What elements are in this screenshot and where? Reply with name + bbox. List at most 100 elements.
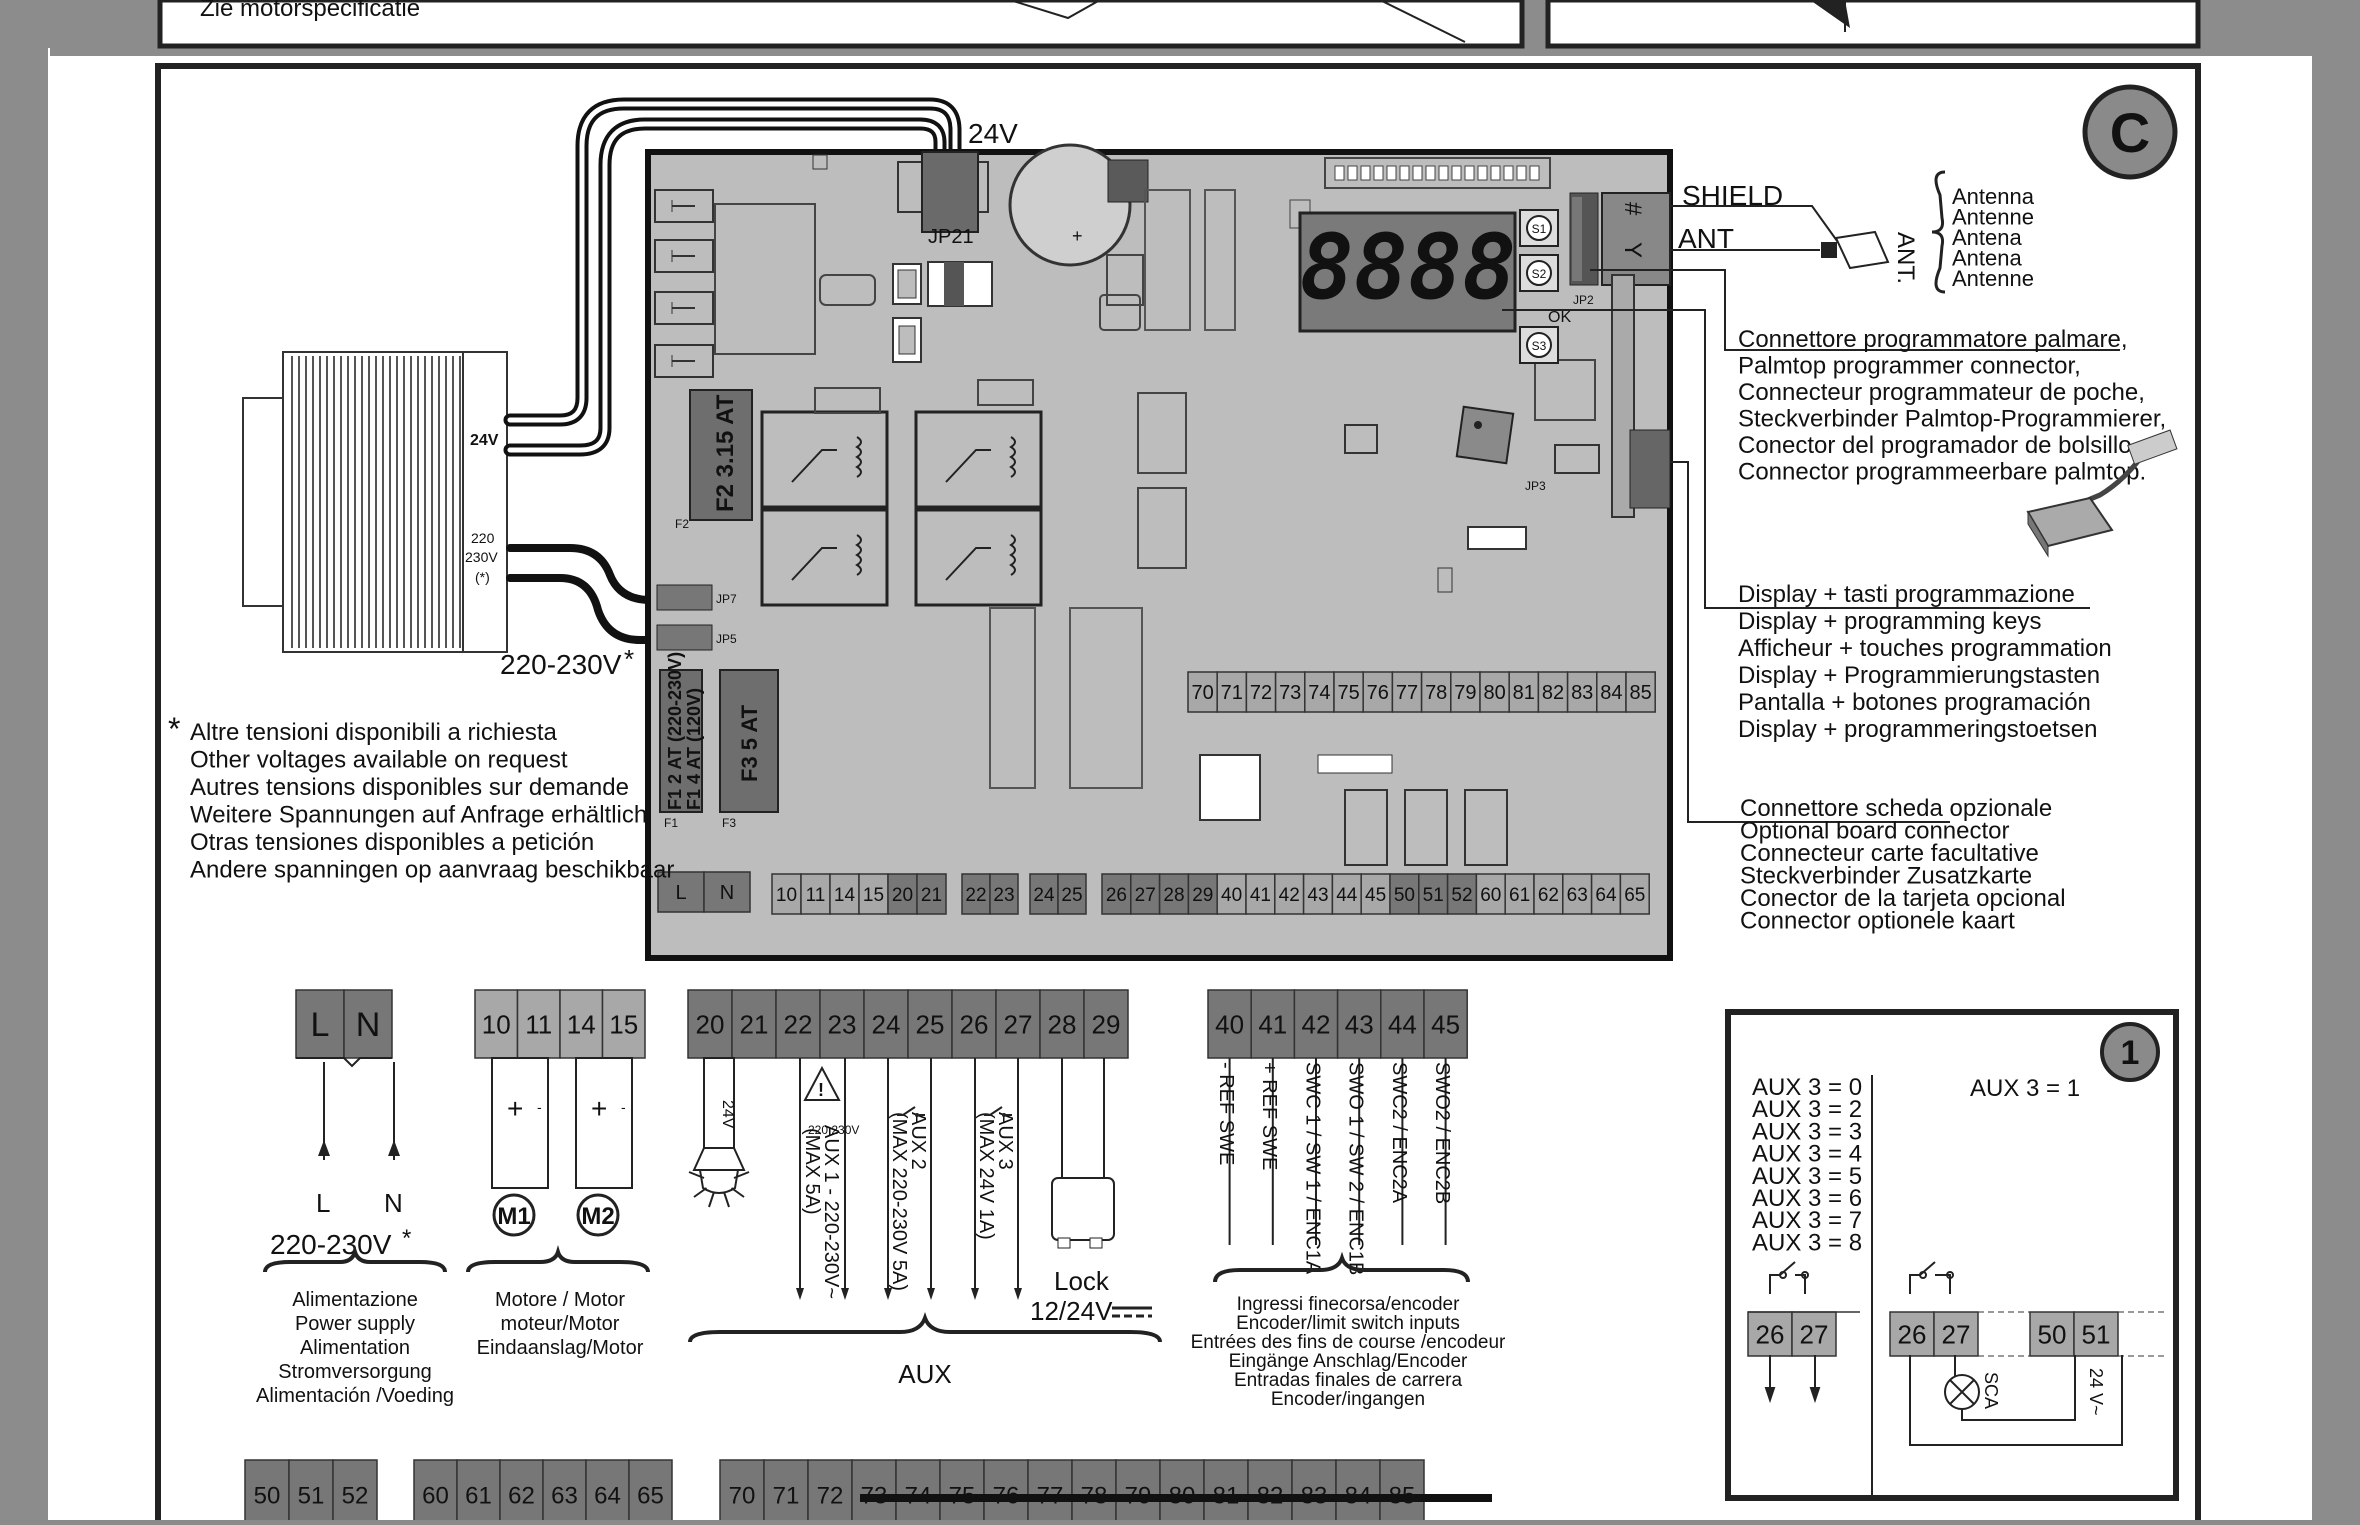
- inputs-label: Encoder/limit switch inputs: [1236, 1313, 1460, 1334]
- terminal-50: 50: [2038, 1319, 2067, 1349]
- terminal-28: 28: [1163, 885, 1184, 906]
- terminal-41: 41: [1258, 1009, 1287, 1039]
- palmtop-cable-icon: [2026, 429, 2178, 558]
- lamp-24v: 24V: [719, 1100, 736, 1129]
- svg-text:F1: F1: [664, 816, 678, 830]
- callout-line: Pantalla + botones programación: [1738, 689, 2091, 716]
- aux3-mode: AUX 3 = 6: [1752, 1185, 1862, 1212]
- aux1-max: (MAX 5A): [801, 1128, 823, 1215]
- motor-minus: -: [621, 1099, 626, 1115]
- callout-line: Connettore programmatore palmare,: [1738, 326, 2128, 353]
- terminal-85: 85: [1629, 682, 1651, 704]
- supply-label: Stromversorgung: [278, 1361, 431, 1383]
- terminal-29: 29: [1192, 885, 1213, 906]
- terminal-40: 40: [1215, 1009, 1244, 1039]
- input-signal: SWC2 / ENC2A: [1388, 1062, 1410, 1204]
- svg-text:JP5: JP5: [716, 632, 737, 646]
- callout-line: Altre tensioni disponibili a richiesta: [190, 719, 558, 746]
- display-digits: 8888: [1300, 215, 1517, 320]
- lock-voltage: 12/24V: [1030, 1296, 1113, 1326]
- terminal-40: 40: [1221, 885, 1242, 906]
- terminal-N: N: [720, 882, 734, 904]
- detail-badge: 1: [2121, 1034, 2140, 1072]
- terminal-44: 44: [1336, 885, 1358, 906]
- callout-line: Optional board connector: [1740, 818, 2010, 845]
- voltage-note: Altre tensioni disponibili a richiestaOt…: [190, 719, 674, 884]
- supply-label: Power supply: [295, 1313, 415, 1335]
- terminal-20: 20: [892, 885, 913, 906]
- callout-palmtop-connector: Connettore programmatore palmare,Palmtop…: [1738, 326, 2166, 486]
- terminal-70: 70: [729, 1483, 756, 1510]
- callout-line: Conector del programador de bolsillo,: [1738, 432, 2138, 459]
- aux3-mode: AUX 3 = 8: [1752, 1229, 1862, 1256]
- motor-label: Eindaanslag/Motor: [477, 1337, 644, 1359]
- supply-N: N: [384, 1188, 403, 1218]
- terminal-24: 24: [872, 1009, 901, 1039]
- aux3-1-title: AUX 3 = 1: [1970, 1075, 2080, 1102]
- terminal-N: N: [356, 1006, 381, 1044]
- terminal-63: 63: [551, 1483, 578, 1510]
- aux3-mode: AUX 3 = 4: [1752, 1141, 1862, 1168]
- voltage-note-star: *: [168, 711, 180, 747]
- terminal-11: 11: [525, 1009, 552, 1039]
- supply-label: Alimentazione: [292, 1289, 418, 1311]
- supply-L: L: [316, 1188, 330, 1218]
- terminal-65: 65: [637, 1483, 664, 1510]
- control-board: JP21 + F2 3.15 AT F2 JP3: [645, 143, 1673, 961]
- callout-line: Display + programming keys: [1738, 608, 2041, 635]
- callout-line: Conector de la tarjeta opcional: [1740, 885, 2066, 912]
- shield-label: SHIELD: [1682, 180, 1783, 211]
- motor-label: moteur/Motor: [501, 1313, 620, 1335]
- fuse-f2: F2 3.15 AT: [712, 394, 739, 512]
- terminal-27: 27: [1135, 885, 1156, 906]
- aux1-v: 220 230V: [808, 1123, 859, 1137]
- terminal-25: 25: [1061, 885, 1082, 906]
- motor-1: M1: [497, 1203, 530, 1230]
- terminal-71: 71: [773, 1483, 800, 1510]
- terminal-11: 11: [806, 885, 826, 906]
- terminal-61: 61: [1509, 885, 1530, 906]
- terminal-73: 73: [1279, 682, 1301, 704]
- terminal-15: 15: [863, 885, 884, 906]
- terminal-50: 50: [254, 1483, 281, 1510]
- transformer: 24V 220 230V (*): [242, 351, 508, 653]
- terminal-27: 27: [1942, 1319, 1971, 1349]
- terminal-80: 80: [1483, 682, 1505, 704]
- callout-line: Display + programmeringstoetsen: [1738, 716, 2098, 743]
- aux3-mode: AUX 3 = 2: [1752, 1096, 1862, 1123]
- inputs-label: Entradas finales de carrera: [1234, 1370, 1463, 1391]
- terminal-45: 45: [1365, 885, 1386, 906]
- terminal-77: 77: [1396, 682, 1418, 704]
- antenna-label: Antena: [1952, 246, 2022, 271]
- supply-label: Alimentación /Voeding: [256, 1385, 454, 1407]
- terminal-20: 20: [696, 1009, 725, 1039]
- terminal-27: 27: [1004, 1009, 1033, 1039]
- aux3-mode: AUX 3 = 3: [1752, 1118, 1862, 1145]
- motor-plus: +: [591, 1093, 607, 1124]
- svg-text:F2: F2: [675, 517, 689, 531]
- svg-text:JP3: JP3: [1525, 479, 1546, 493]
- terminal-74: 74: [1308, 682, 1330, 704]
- top-fragment-boxes: Zie motorspecificatie: [0, 0, 2360, 56]
- antenna-label: Antenne: [1952, 205, 2034, 230]
- terminal-15: 15: [609, 1009, 638, 1039]
- antenna-label: Antenne: [1952, 266, 2034, 291]
- jp21-24v-label: 24V: [968, 118, 1018, 149]
- aux3-mode: AUX 3 = 7: [1752, 1207, 1862, 1234]
- supply-voltage: 220-230V: [270, 1229, 392, 1260]
- terminal-43: 43: [1345, 1009, 1374, 1039]
- terminal-82: 82: [1542, 682, 1564, 704]
- aux3-label: AUX 3: [994, 1112, 1016, 1170]
- terminal-41: 41: [1250, 885, 1271, 906]
- aux2-label: AUX 2: [907, 1112, 929, 1170]
- terminal-22: 22: [965, 885, 986, 906]
- callout-line: Palmtop programmer connector,: [1738, 353, 2081, 380]
- terminal-43: 43: [1307, 885, 1328, 906]
- input-signal: + REF SWE: [1258, 1062, 1280, 1170]
- antenna-wiring: [1670, 170, 1946, 294]
- transformer-230v: 230V: [465, 549, 498, 565]
- terminal-26: 26: [1756, 1319, 1785, 1349]
- wires-24v: 24V: [503, 97, 1018, 457]
